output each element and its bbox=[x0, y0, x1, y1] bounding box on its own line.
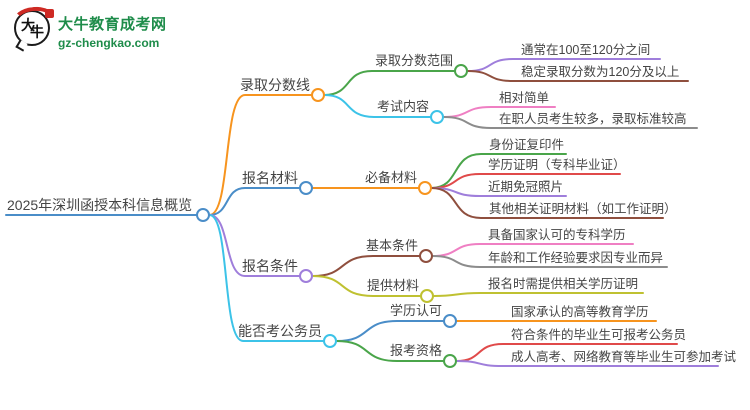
logo-seal-icon bbox=[45, 9, 54, 18]
node-circle-application-materials bbox=[299, 181, 313, 195]
leaf-adult-edu-graduates: 成人高考、网络教育等毕业生可参加考试 bbox=[511, 350, 737, 364]
connector-civil-service bbox=[208, 214, 325, 342]
connector-application-materials bbox=[208, 187, 301, 216]
leaf-provide-proof: 报名时需提供相关学历证明 bbox=[488, 277, 639, 291]
leaf-line-other-proof bbox=[430, 187, 664, 219]
node-exam-content: 考试内容 bbox=[376, 99, 429, 114]
leaf-state-recognized: 国家承认的高等教育学历 bbox=[511, 305, 649, 319]
logo-url: gz-chengkao.com bbox=[58, 36, 160, 50]
leaf-line-adult-edu-graduates bbox=[455, 360, 719, 367]
leaf-other-proof: 其他相关证明材料（如工作证明） bbox=[489, 202, 677, 216]
connector-application-conditions bbox=[208, 214, 301, 277]
node-score-range: 录取分数范围 bbox=[374, 53, 453, 68]
node-circle-exam-content bbox=[430, 110, 444, 124]
leaf-exam-simple: 相对简单 bbox=[499, 91, 550, 105]
logo-bubble-tail bbox=[15, 39, 28, 52]
node-circle-application-conditions bbox=[299, 269, 313, 283]
node-provide-materials: 提供材料 bbox=[366, 278, 419, 293]
connector-degree-recognition bbox=[335, 320, 445, 342]
branch-civil-service: 能否考公务员 bbox=[238, 323, 322, 339]
leaf-line-age-experience bbox=[431, 255, 668, 268]
leaf-photo: 近期免冠照片 bbox=[488, 180, 564, 194]
node-circle-score-range bbox=[454, 64, 468, 78]
branch-application-materials: 报名材料 bbox=[242, 170, 298, 186]
connector-basic-conditions bbox=[311, 255, 421, 277]
node-basic-conditions: 基本条件 bbox=[365, 238, 418, 253]
node-circle-basic-conditions bbox=[419, 249, 433, 263]
node-circle-admission-score bbox=[311, 88, 325, 102]
node-degree-recognition: 学历认可 bbox=[389, 303, 442, 318]
connector-provide-materials bbox=[311, 275, 422, 297]
connector-score-range bbox=[323, 70, 456, 96]
node-exam-qualification: 报考资格 bbox=[389, 343, 442, 358]
node-circle-provide-materials bbox=[420, 289, 434, 303]
leaf-line-exam-standard bbox=[442, 116, 698, 129]
site-logo: 大 牛 大牛教育成考网 gz-chengkao.com bbox=[11, 4, 167, 52]
logo-text-block: 大牛教育成考网 gz-chengkao.com bbox=[58, 10, 167, 50]
leaf-score-stable: 稳定录取分数为120分及以上 bbox=[521, 65, 680, 79]
connector-exam-qualification bbox=[335, 340, 445, 362]
leaf-qualified-graduates: 符合条件的毕业生可报考公务员 bbox=[511, 328, 687, 342]
leaf-score-typical: 通常在100至120分之间 bbox=[521, 43, 651, 57]
leaf-line-score-stable bbox=[466, 70, 689, 82]
branch-admission-score: 录取分数线 bbox=[240, 77, 310, 93]
node-circle-required-materials bbox=[418, 181, 432, 195]
leaf-diploma-proof: 学历证明（专科毕业证） bbox=[488, 158, 626, 172]
connector-exam-content bbox=[323, 94, 432, 118]
leaf-exam-standard: 在职人员考生较多，录取标准较高 bbox=[499, 112, 687, 126]
leaf-age-experience: 年龄和工作经验要求因专业而异 bbox=[488, 251, 664, 265]
node-circle-exam-qualification bbox=[443, 354, 457, 368]
connector-admission-score bbox=[208, 94, 313, 216]
logo-bubble-icon: 大 牛 bbox=[11, 4, 57, 52]
leaf-id-copy: 身份证复印件 bbox=[489, 138, 565, 152]
logo-char-1: 大 bbox=[21, 17, 35, 33]
logo-title: 大牛教育成考网 bbox=[58, 16, 167, 33]
leaf-line-provide-proof bbox=[432, 292, 644, 297]
leaf-recognized-degree: 具备国家认可的专科学历 bbox=[488, 228, 626, 242]
node-circle-civil-service bbox=[323, 334, 337, 348]
root-node-label: 2025年深圳函授本科信息概览 bbox=[7, 197, 193, 213]
node-circle-degree-recognition bbox=[443, 314, 457, 328]
branch-application-conditions: 报名条件 bbox=[242, 258, 298, 274]
root-node-circle bbox=[196, 208, 210, 222]
node-required-materials: 必备材料 bbox=[364, 170, 417, 185]
logo-char-2: 牛 bbox=[30, 24, 44, 40]
